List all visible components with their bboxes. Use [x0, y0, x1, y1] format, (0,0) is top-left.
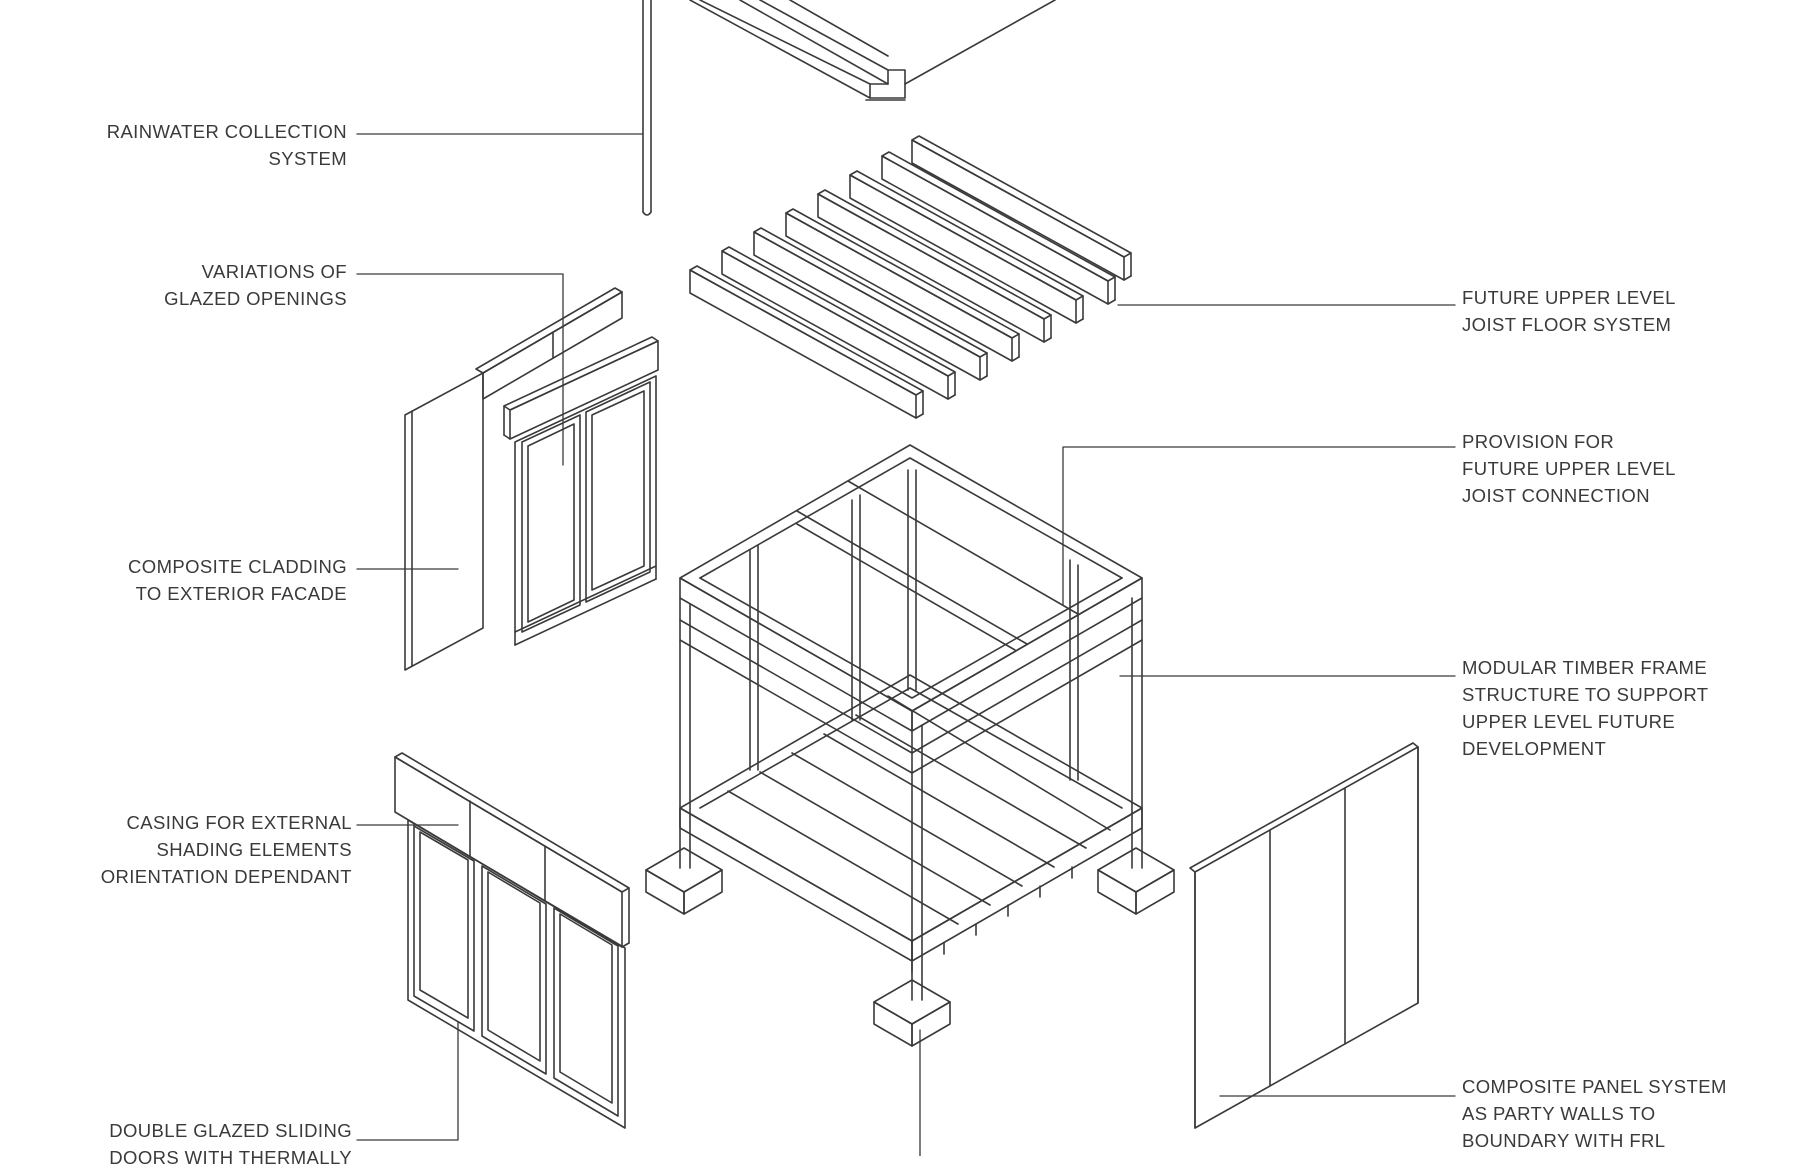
label-line: VARIATIONS OF	[201, 261, 347, 282]
casing-and-sliding-doors	[395, 753, 629, 1128]
label-line: COMPOSITE CLADDING	[128, 556, 347, 577]
label-party-walls: COMPOSITE PANEL SYSTEM AS PARTY WALLS TO…	[1462, 1073, 1727, 1154]
roof-gutter	[690, 0, 1055, 100]
timber-frame-structure	[680, 445, 1142, 1000]
label-line: AS PARTY WALLS TO	[1462, 1103, 1656, 1124]
label-line: SHADING ELEMENTS	[156, 839, 352, 860]
label-line: CASING FOR EXTERNAL	[126, 812, 352, 833]
label-line: FUTURE UPPER LEVEL	[1462, 458, 1676, 479]
label-line: COMPOSITE PANEL SYSTEM	[1462, 1076, 1727, 1097]
label-line: DOUBLE GLAZED SLIDING	[109, 1120, 352, 1141]
label-glazed-openings: VARIATIONS OF GLAZED OPENINGS	[164, 258, 347, 312]
label-line: TO EXTERIOR FACADE	[135, 583, 347, 604]
label-line: DOORS WITH THERMALLY	[109, 1147, 352, 1168]
label-rainwater-collection: RAINWATER COLLECTION SYSTEM	[107, 118, 347, 172]
label-line: JOIST CONNECTION	[1462, 485, 1650, 506]
label-line: UPPER LEVEL FUTURE	[1462, 711, 1676, 732]
label-joist-floor-system: FUTURE UPPER LEVEL JOIST FLOOR SYSTEM	[1462, 284, 1676, 338]
label-line: DEVELOPMENT	[1462, 738, 1607, 759]
concrete-footings	[646, 848, 1174, 1046]
label-sliding-doors: DOUBLE GLAZED SLIDING DOORS WITH THERMAL…	[109, 1117, 352, 1171]
label-line: RAINWATER COLLECTION	[106, 121, 347, 142]
label-line: MODULAR TIMBER FRAME	[1462, 657, 1708, 678]
glazed-opening-window	[504, 337, 658, 645]
label-joist-connection: PROVISION FOR FUTURE UPPER LEVEL JOIST C…	[1462, 428, 1676, 509]
leader-lines	[357, 134, 1455, 1156]
label-line: PROVISION FOR	[1462, 431, 1615, 452]
label-line: GLAZED OPENINGS	[164, 288, 347, 309]
label-timber-frame: MODULAR TIMBER FRAME STRUCTURE TO SUPPOR…	[1462, 654, 1708, 762]
floor-joists	[690, 136, 1131, 418]
label-line: JOIST FLOOR SYSTEM	[1462, 314, 1672, 335]
composite-cladding-panel	[405, 288, 622, 670]
label-line: SYSTEM	[268, 148, 347, 169]
rainwater-downpipe	[643, 0, 651, 215]
label-line: STRUCTURE TO SUPPORT	[1462, 684, 1709, 705]
label-line: ORIENTATION DEPENDANT	[100, 866, 352, 887]
label-composite-cladding: COMPOSITE CLADDING TO EXTERIOR FACADE	[128, 553, 347, 607]
label-casing-shading: CASING FOR EXTERNAL SHADING ELEMENTS ORI…	[101, 809, 352, 890]
composite-party-wall-panel	[1190, 743, 1418, 1128]
label-line: BOUNDARY WITH FRL	[1462, 1130, 1666, 1151]
label-line: FUTURE UPPER LEVEL	[1462, 287, 1676, 308]
